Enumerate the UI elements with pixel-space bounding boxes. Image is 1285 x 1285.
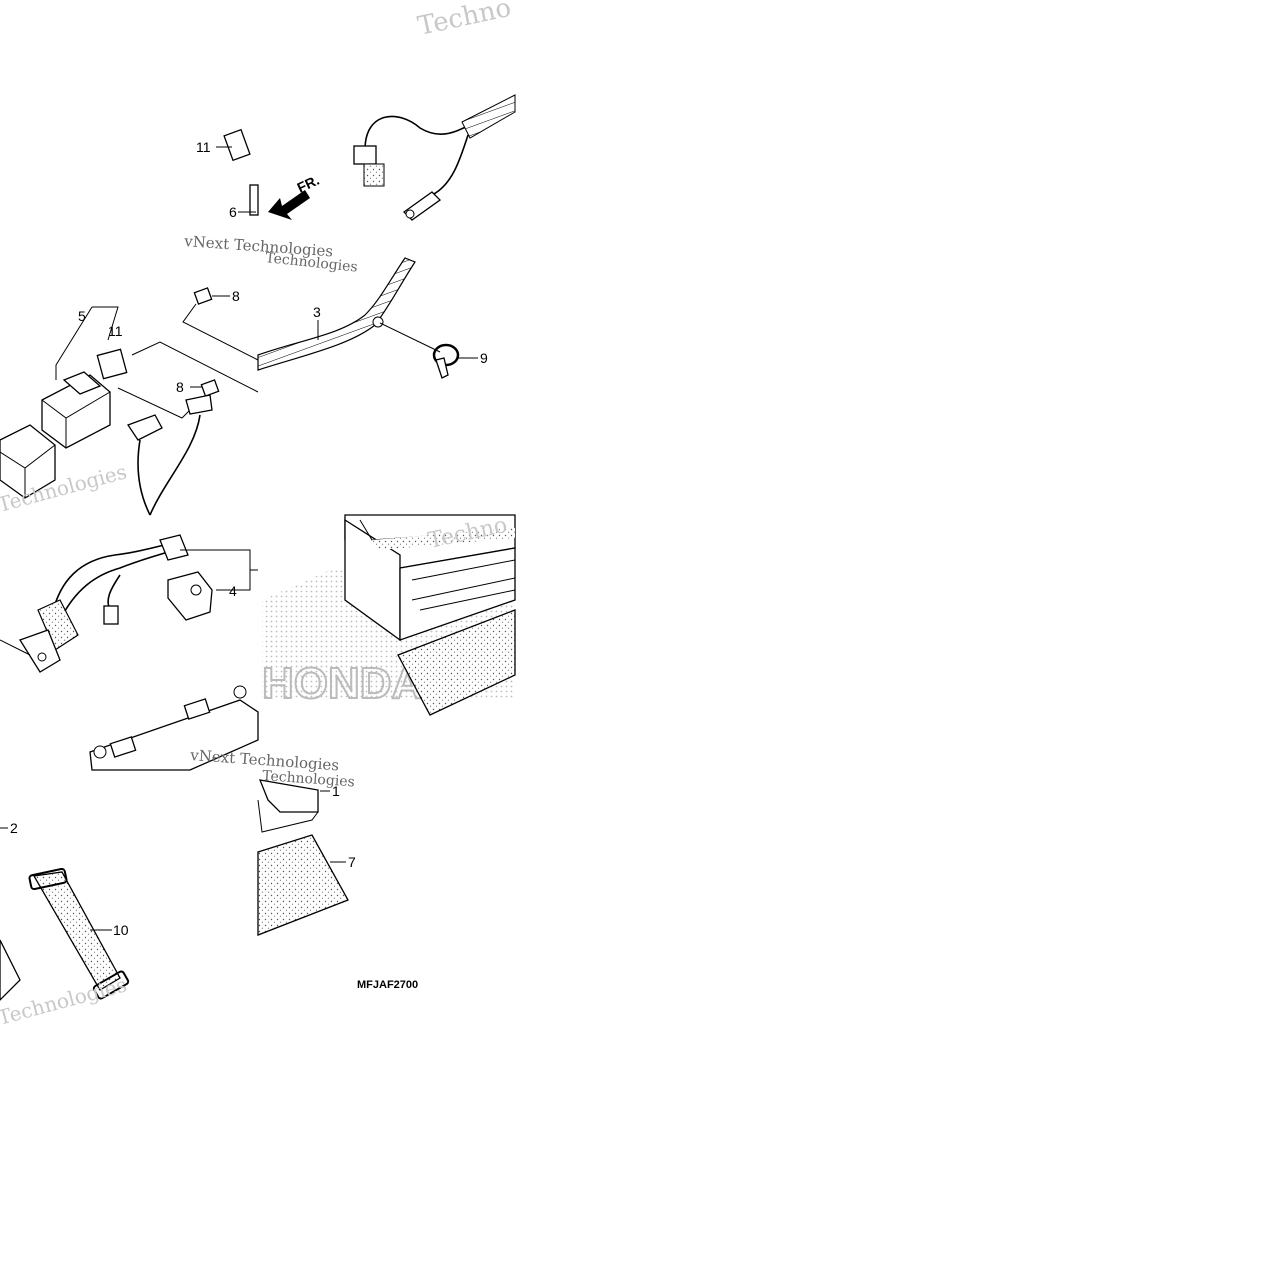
item-2: 2 (0, 820, 18, 836)
bolt-8-lower: 8 (176, 379, 220, 397)
relay-cable (117, 341, 259, 516)
front-direction-arrow: FR. (268, 172, 322, 220)
callout-5-leader: 5 (55, 306, 119, 380)
callout-8-lower: 8 (176, 379, 184, 395)
battery-box-1: 1 (257, 779, 340, 833)
item-6: 6 (229, 184, 259, 220)
callout-1: 1 (332, 783, 340, 799)
battery-band-10: 10 (28, 867, 130, 1000)
watermark-nologies-2: Technologies (262, 768, 356, 790)
battery-corner (0, 939, 21, 1001)
callout-7: 7 (348, 854, 356, 870)
fuse-11-middle: 11 (96, 323, 128, 380)
callout-2: 2 (10, 820, 18, 836)
wire-lead-upper (353, 94, 516, 221)
main-harness: 3 (257, 257, 441, 371)
watermark-techno: Techno (415, 0, 514, 42)
callout-9: 9 (480, 350, 488, 366)
callout-3: 3 (313, 304, 321, 320)
battery-pad-upper (397, 609, 516, 716)
battery-pad-7: 7 (257, 834, 356, 936)
bolt-8-upper: 8 (182, 287, 259, 361)
callout-4: 4 (229, 583, 237, 599)
callout-10: 10 (113, 922, 129, 938)
terminal-cover-4: 4 (167, 549, 258, 621)
harness-band-9: 9 (432, 343, 488, 379)
honda-logo-text: HONDA (262, 659, 423, 708)
callout-5: 5 (78, 308, 86, 324)
direction-label: FR. (295, 172, 322, 196)
starter-relay (0, 371, 111, 499)
callout-8-upper: 8 (232, 288, 240, 304)
diagram-code: MFJAF2700 (357, 979, 418, 991)
battery-cable (0, 534, 189, 673)
watermark-nologies: Technologies (265, 250, 359, 276)
fuse-11-upper: 11 (196, 128, 251, 162)
callout-6: 6 (229, 204, 237, 220)
battery-top (89, 685, 259, 771)
battery-box-upper: Techno (344, 513, 516, 642)
callout-11-upper: 11 (196, 139, 211, 155)
